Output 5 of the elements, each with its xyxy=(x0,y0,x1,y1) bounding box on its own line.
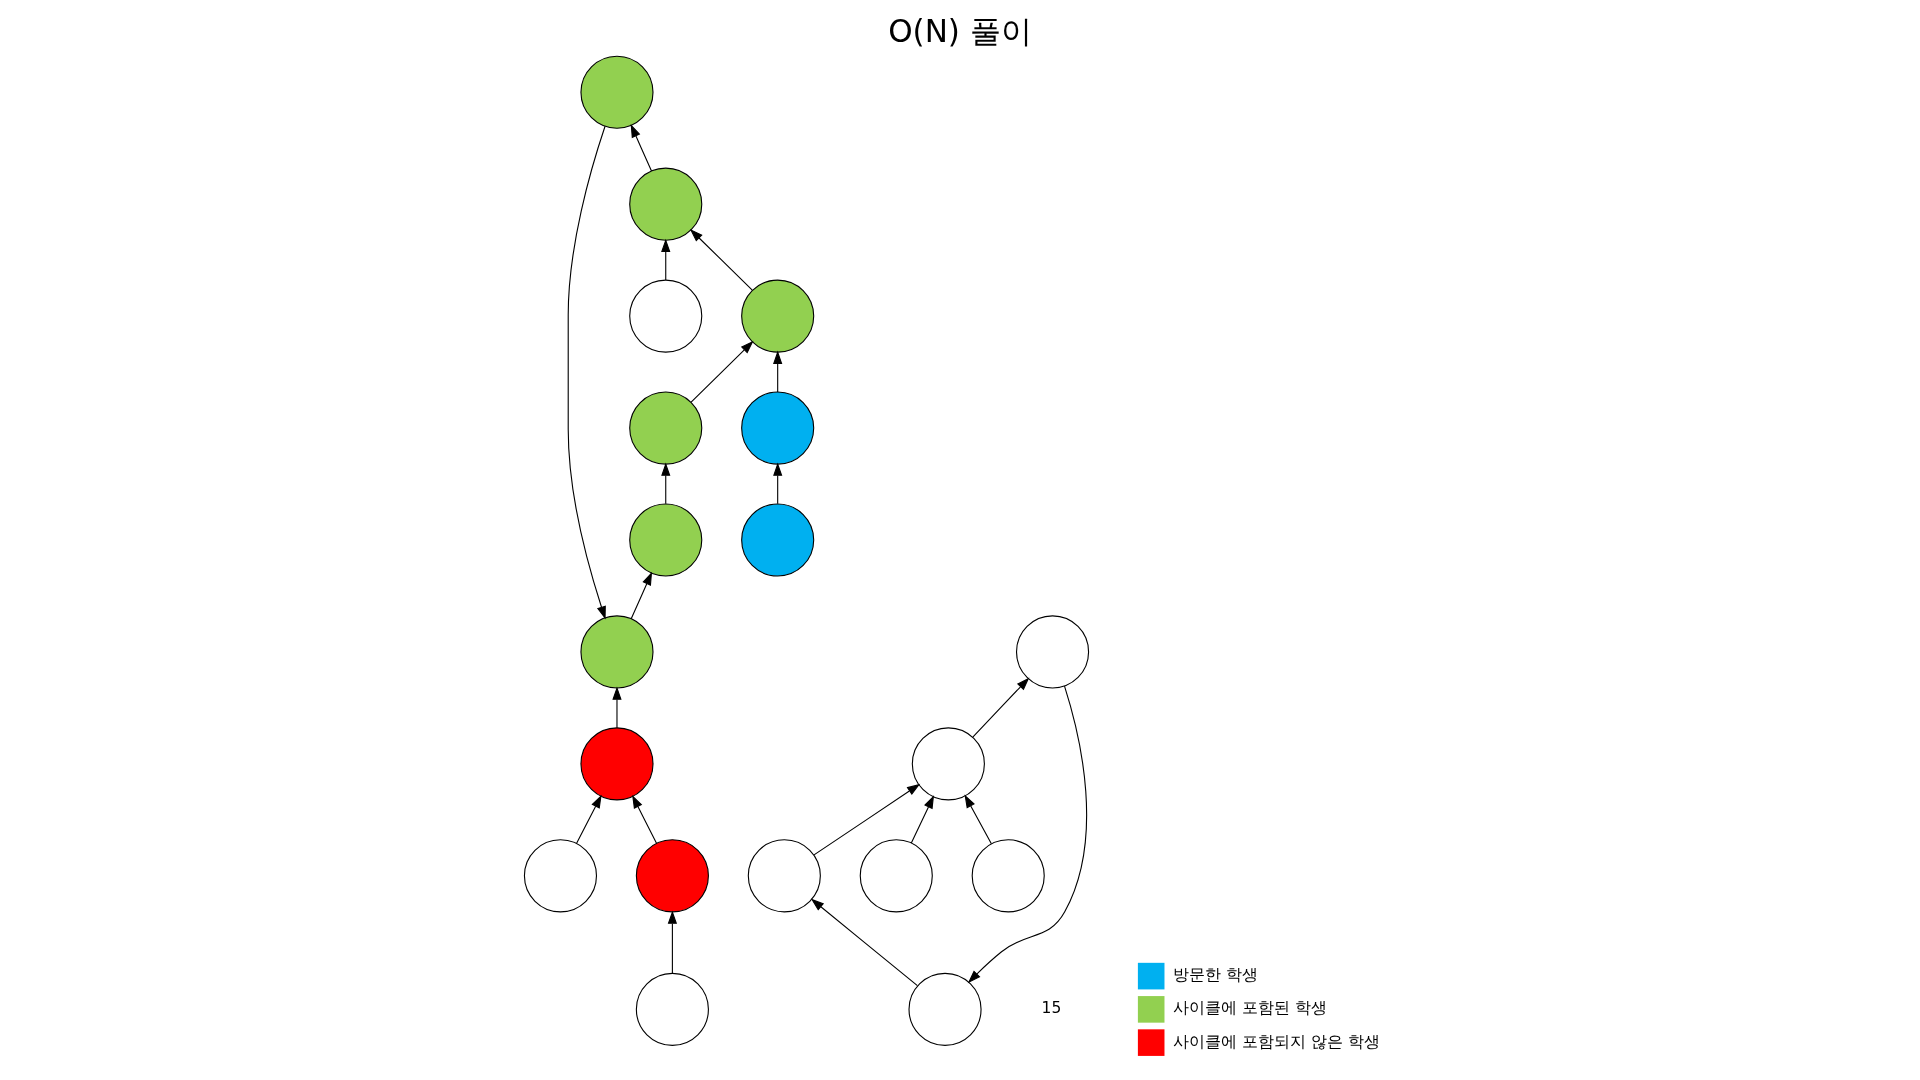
diagram-title: O(N) 풀이 xyxy=(888,13,1032,50)
legend-label: 사이클에 포함된 학생 xyxy=(1173,999,1328,1018)
legend-label: 사이클에 포함되지 않은 학생 xyxy=(1173,1032,1381,1051)
label: 15 xyxy=(1041,999,1062,1018)
legend-label: 방문한 학생 xyxy=(1173,966,1259,985)
